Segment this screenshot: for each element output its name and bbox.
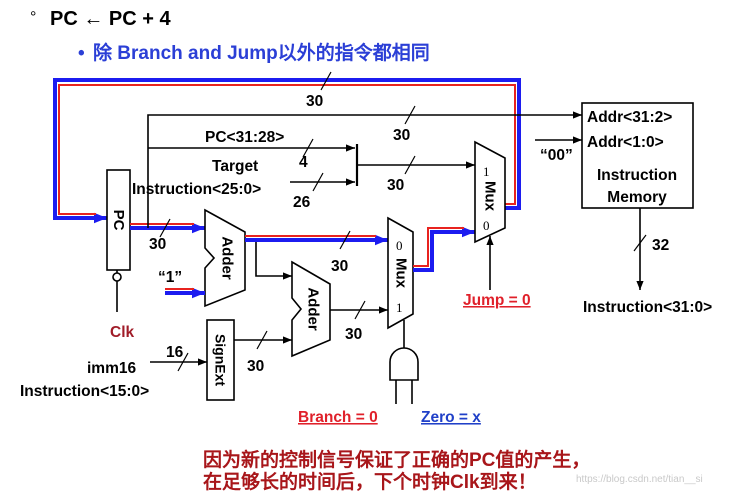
wire-adder1-to-adder2	[255, 242, 292, 280]
pc-upper-label: PC<31:28>	[205, 129, 284, 146]
imm16-width-label: 16	[166, 344, 184, 361]
width-tick	[404, 105, 416, 125]
const-one-label: “1”	[158, 269, 182, 286]
target-width-label: 26	[293, 194, 311, 211]
imem-out-width-label: 32	[652, 237, 669, 254]
wire-loop-red	[58, 84, 516, 215]
jump-signal-label: Jump = 0	[463, 292, 531, 309]
adder-1-label: Adder	[219, 236, 236, 280]
adder1-out-width-label: 30	[331, 258, 348, 275]
wire-mux-bottom-to-mux-top-blue	[413, 226, 475, 272]
wire-mux-bottom-to-mux-top-red	[413, 227, 464, 267]
width-tick	[633, 234, 647, 252]
adder2-out-width-label: 30	[345, 326, 362, 343]
width-tick	[320, 71, 332, 91]
target-field-label: Instruction<25:0>	[132, 181, 261, 198]
width-tick	[159, 218, 171, 238]
width-tick	[256, 330, 268, 350]
target-label: Target	[212, 158, 258, 175]
width-tick	[404, 155, 416, 175]
mux-top-label: Mux	[482, 181, 499, 212]
imem-addr-lo-label: Addr<1:0>	[587, 134, 664, 151]
imm-field-label: Instruction<15:0>	[20, 383, 149, 400]
adder-2	[291, 260, 331, 358]
zeros-label: “00”	[540, 147, 573, 164]
pc-out-width-label: 30	[149, 236, 166, 253]
pc-upper-width-label: 4	[299, 154, 308, 171]
imem-addr-hi-label: Addr<31:2>	[587, 109, 672, 126]
adder-2-label: Adder	[305, 287, 322, 331]
mux-bottom	[387, 216, 414, 330]
bullet1-text: PC ← PC + 4	[50, 8, 171, 30]
pc-register-label: PC	[110, 210, 127, 231]
watermark: https://blog.csdn.net/tian__si	[576, 474, 703, 485]
width-tick	[312, 172, 324, 192]
imm16-label: imm16	[87, 360, 136, 377]
wire-loop-blue	[53, 78, 521, 224]
and-gate	[389, 347, 419, 381]
signext-out-width-label: 30	[247, 358, 264, 375]
width-tick	[354, 300, 366, 320]
bullet1-marker: °	[30, 9, 36, 26]
mux-top-in1-label: 1	[483, 164, 490, 179]
signext-block	[206, 319, 235, 401]
clk-inverter-bubble	[112, 272, 122, 282]
branch-signal-label: Branch = 0	[298, 409, 378, 426]
note-line-2: 在足够长的时间后，下个时钟Clk到来！	[203, 470, 537, 493]
signext-label: SignExt	[213, 334, 229, 386]
addr-width-label: 30	[393, 127, 410, 144]
width-tick	[339, 230, 351, 250]
mux-top-in0-label: 0	[483, 218, 490, 233]
clk-label: Clk	[110, 324, 135, 341]
bullet2-marker: •	[78, 43, 85, 64]
imem-title-line1: Instruction	[597, 167, 677, 184]
pc-register	[106, 169, 131, 271]
width-tick	[177, 352, 189, 372]
zero-signal-label: Zero = x	[421, 409, 481, 426]
imem-out-label: Instruction<31:0>	[583, 299, 712, 316]
mux-bottom-in0-label: 0	[396, 238, 403, 253]
imem-title-line2: Memory	[607, 189, 667, 206]
mux-top	[474, 140, 506, 244]
concat-width-label: 30	[387, 177, 404, 194]
bullet2-text: 除 Branch and Jump以外的指令都相同	[93, 41, 430, 64]
wire-pc-to-imem-addr	[147, 111, 582, 228]
loop-width-label: 30	[306, 93, 323, 110]
mux-bottom-in1-label: 1	[396, 300, 403, 315]
instruction-memory	[581, 102, 694, 209]
mux-bottom-label: Mux	[393, 258, 410, 289]
width-tick	[302, 138, 314, 158]
note-line-1: 因为新的控制信号保证了正确的PC值的产生，	[203, 448, 590, 471]
